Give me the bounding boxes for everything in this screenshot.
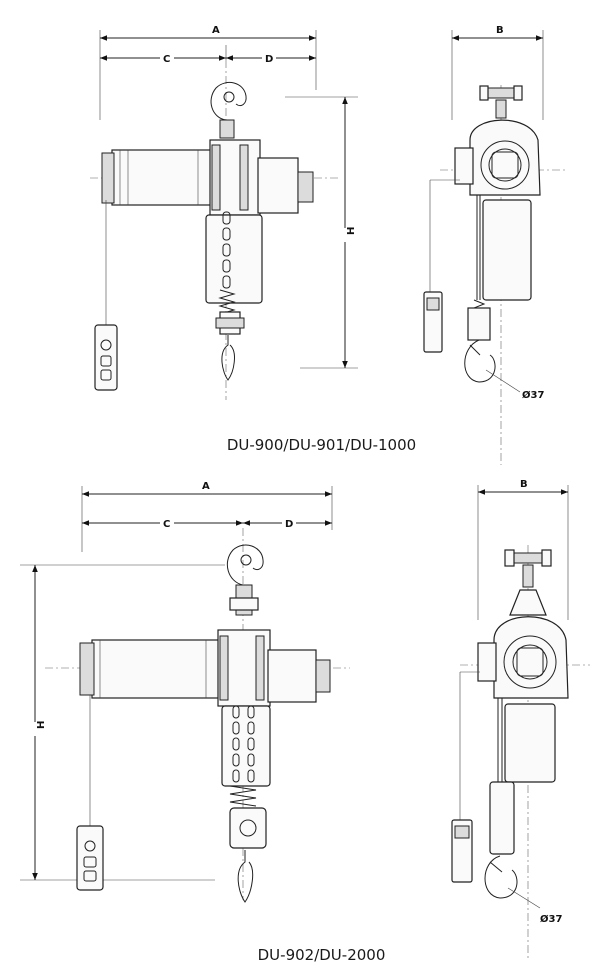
dim-label-h: H: [36, 721, 47, 729]
pendant-switch: [94, 324, 118, 391]
front-view-top: A C D H: [90, 25, 358, 400]
dim-label-a: A: [212, 25, 220, 36]
front-view-bottom: A C D H: [20, 481, 350, 903]
dim-label-c: C: [163, 519, 170, 530]
dim-label-d: D: [265, 54, 273, 65]
model-caption-top: DU-900/DU-901/DU-1000: [226, 436, 417, 454]
dim-label-d: D: [285, 519, 293, 530]
side-view-bottom: B Ø37: [451, 479, 590, 960]
dim-label-a: A: [202, 481, 210, 492]
dim-label-h: H: [346, 227, 357, 235]
dim-label-hook: Ø37: [540, 913, 562, 925]
pendant-switch-side: [451, 819, 473, 883]
load-chain-double: [232, 705, 255, 783]
pendant-switch: [76, 825, 104, 891]
model-caption-bottom: DU-902/DU-2000: [257, 946, 386, 964]
pendant-switch-side: [423, 291, 443, 353]
dim-label-c: C: [163, 54, 170, 65]
load-chain: [222, 211, 231, 289]
dim-label-b: B: [496, 25, 504, 36]
dim-label-hook: Ø37: [522, 389, 544, 401]
dim-label-b: B: [520, 479, 528, 490]
side-view-top: B Ø37: [423, 25, 565, 465]
